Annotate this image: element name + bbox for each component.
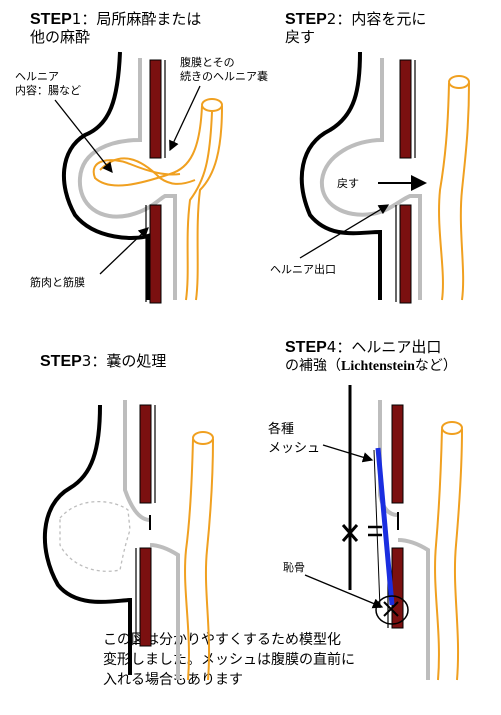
step4-title: STEP4：ヘルニア出口	[285, 338, 442, 356]
step1-content-arrow	[54, 99, 113, 174]
step2-exit-arrow	[299, 204, 390, 259]
step3-cord	[184, 431, 214, 681]
step1-title: STEP1：局所麻酔または	[30, 10, 202, 28]
step4-mesh	[375, 447, 395, 606]
step3-muscle-lower	[139, 547, 152, 647]
step4-mesh-edge	[373, 449, 381, 609]
step3-peritoneum	[123, 400, 180, 680]
step4-drawing	[304, 385, 463, 681]
step3-title: STEP3：嚢の処理	[40, 352, 167, 370]
hernia-exit-label: ヘルニア出口	[270, 263, 336, 276]
step2-cord	[438, 75, 470, 301]
step4-pubic-arrow	[304, 574, 384, 609]
footnote: この図は分かりやすくするため模型化 変形しました。メッシュは腹膜の直前に 入れる…	[103, 630, 355, 690]
step1-muscle-arrow	[99, 227, 149, 275]
hernia-content-label-1: ヘルニア	[15, 70, 59, 83]
step1-peritoneum	[77, 58, 177, 300]
pubic-bone	[375, 595, 409, 625]
step2-title-line2: 戻す	[285, 28, 316, 46]
step1-peritoneum-arrow	[169, 85, 201, 152]
mesh-label-1: 各種	[268, 422, 295, 437]
step3-skin-line	[42, 404, 132, 675]
mesh-label-2: メッシュ	[268, 441, 321, 456]
step1-muscle-lower	[149, 204, 162, 304]
step2-title: STEP2：内容を元に	[285, 10, 427, 28]
step1-skin-line	[61, 51, 150, 300]
step1-hernia-sac	[92, 98, 223, 301]
step4-cord	[434, 421, 463, 681]
step1-muscle-upper	[149, 59, 162, 159]
step4-title-line2: の補強（Lichtensteinなど）	[285, 358, 457, 374]
step4-mesh-arrow	[322, 444, 374, 463]
step1-drawing	[54, 51, 223, 304]
step4-muscle-upper	[391, 404, 404, 504]
footnote-line-2: 変形しました。メッシュは腹膜の直前に	[103, 652, 355, 668]
hernia-content-label-2: 内容：腸など	[15, 84, 81, 97]
step2-muscle-lower	[399, 204, 412, 304]
step4-pubic-x	[383, 601, 399, 617]
muscle-fascia-label: 筋肉と筋膜	[30, 276, 85, 289]
footnote-line-1: この図は分かりやすくするため模型化	[103, 632, 341, 648]
step3-removed-sac	[59, 500, 131, 572]
peritoneum-label-2: 続きのヘルニア嚢	[180, 70, 268, 83]
step4-suture-equals	[368, 525, 382, 537]
peritoneum-label-1: 腹膜とその	[180, 56, 235, 69]
return-label: 戻す	[337, 177, 359, 190]
step2-drawing	[299, 51, 470, 304]
step3-drawing	[42, 400, 214, 681]
step2-muscle-upper	[399, 59, 412, 159]
step2-peritoneum	[319, 58, 422, 300]
pubic-bone-label: 恥骨	[283, 561, 305, 574]
step4-suture-x	[341, 524, 359, 542]
step3-muscle-upper	[139, 404, 152, 504]
step1-title-line2: 他の麻酔	[30, 28, 91, 46]
step2-skin-line	[299, 51, 382, 300]
